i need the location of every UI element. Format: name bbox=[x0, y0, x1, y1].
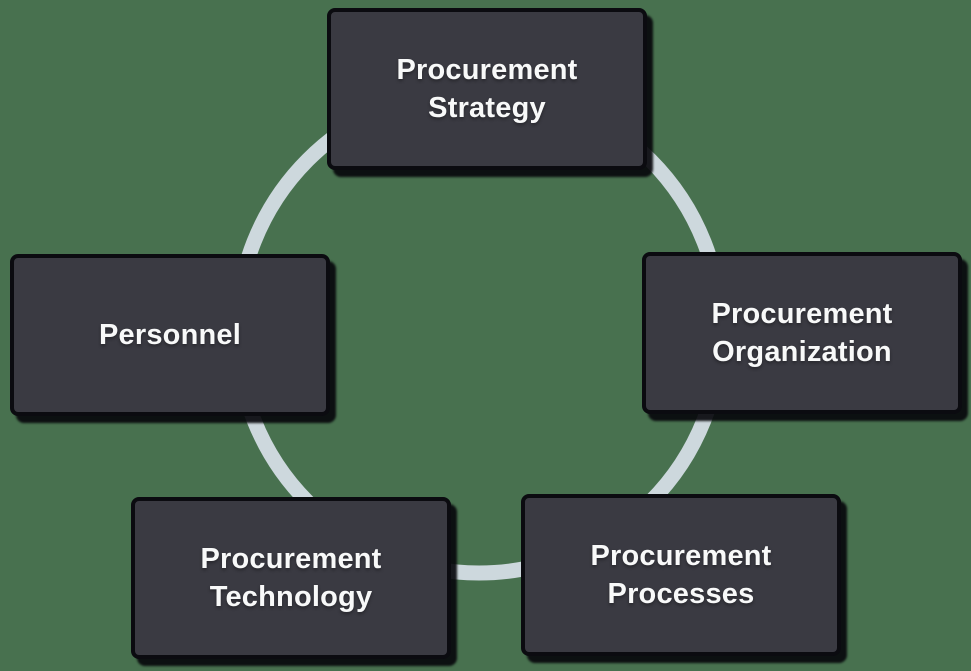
node-procurement-organization: Procurement Organization bbox=[642, 252, 962, 414]
node-procurement-strategy: Procurement Strategy bbox=[327, 8, 647, 170]
node-procurement-processes: Procurement Processes bbox=[521, 494, 841, 656]
node-procurement-technology-label: Procurement Technology bbox=[200, 542, 382, 613]
node-procurement-organization-label: Procurement Organization bbox=[711, 297, 893, 368]
node-personnel: Personnel bbox=[10, 254, 330, 416]
node-personnel-label: Personnel bbox=[98, 318, 241, 351]
node-procurement-processes-label: Procurement Processes bbox=[590, 539, 772, 610]
node-procurement-technology: Procurement Technology bbox=[131, 497, 451, 659]
node-procurement-strategy-label: Procurement Strategy bbox=[396, 53, 578, 124]
